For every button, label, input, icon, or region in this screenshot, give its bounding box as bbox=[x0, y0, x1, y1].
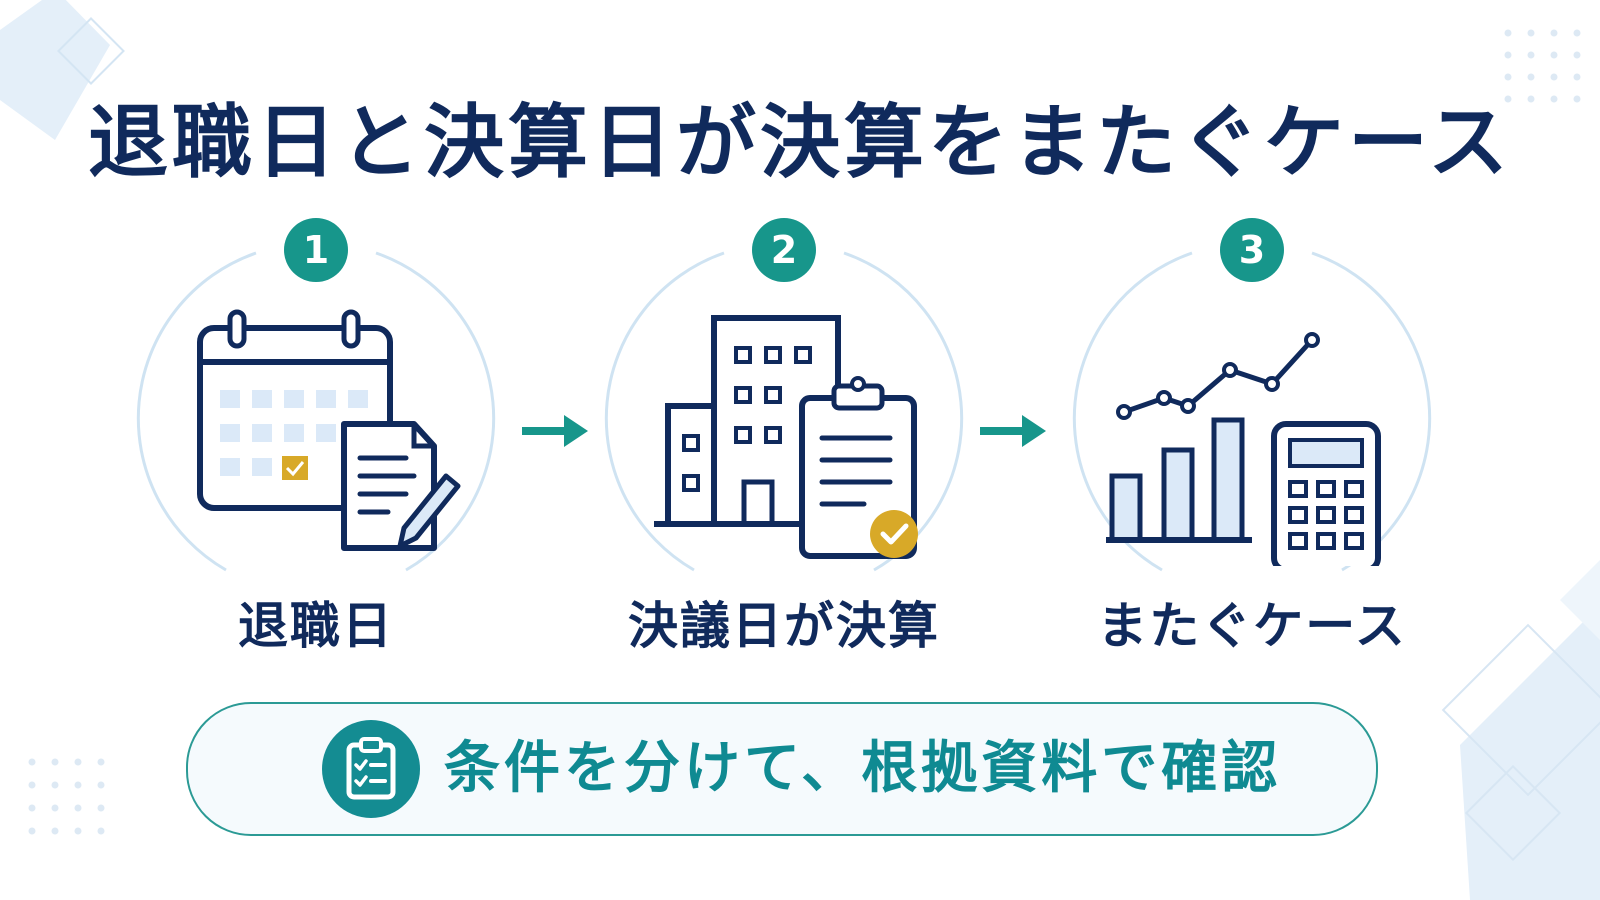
step-label: 退職日 bbox=[238, 597, 394, 655]
page-title: 退職日と決算日が決算をまたぐケース bbox=[88, 96, 1512, 189]
arrow-right-icon bbox=[980, 415, 1046, 447]
deco-diamond-outline-top-left bbox=[57, 17, 125, 85]
deco-dots-bottom-left bbox=[28, 758, 105, 835]
step-2: 2 決議日が決算 bbox=[604, 218, 964, 655]
deco-diamond-top-left bbox=[0, 0, 110, 140]
banner-text: 条件を分けて、根拠資料で確認 bbox=[444, 736, 1282, 801]
step-ring bbox=[604, 251, 964, 572]
step-label: 決議日が決算 bbox=[628, 597, 940, 655]
step-number-badge: 2 bbox=[752, 218, 816, 282]
arrow-right-icon bbox=[522, 415, 588, 447]
step-ring bbox=[136, 251, 496, 572]
step-number-badge: 3 bbox=[1220, 218, 1284, 282]
calendar-document-pencil-icon bbox=[197, 309, 461, 551]
step-label: またぐケース bbox=[1097, 597, 1407, 655]
deco-diamonds-bottom-right bbox=[1441, 560, 1600, 900]
step-1: 1 退職日 bbox=[136, 218, 496, 655]
step-3: 3 またぐケース bbox=[1072, 218, 1432, 655]
chart-calculator-icon bbox=[1106, 332, 1381, 566]
deco-dots-top-right bbox=[1504, 29, 1581, 103]
summary-banner: 条件を分けて、根拠資料で確認 bbox=[186, 702, 1378, 836]
checklist-clipboard-icon bbox=[322, 720, 420, 818]
step-number-badge: 1 bbox=[284, 218, 348, 282]
building-clipboard-check-icon bbox=[654, 315, 918, 559]
